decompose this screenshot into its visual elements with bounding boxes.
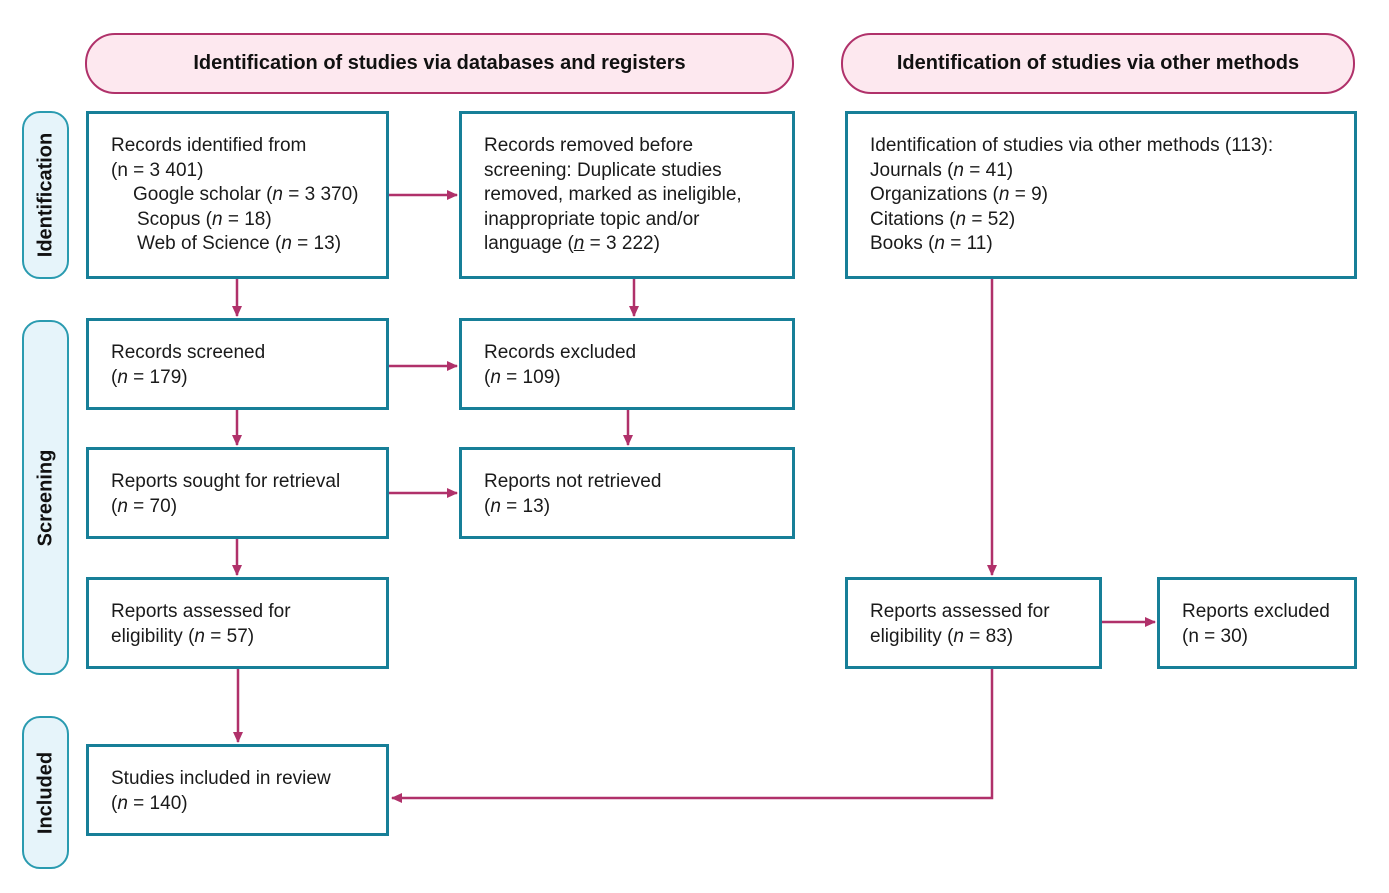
reports-not-retrieved-count: (n = 13): [484, 495, 551, 517]
header-other-methods-text: Identification of studies via other meth…: [896, 52, 1300, 74]
other-methods-title: Identification of studies via other meth…: [870, 135, 1274, 156]
reports-assessed-db-box: Reports assessed for eligibility (n = 57…: [86, 577, 389, 669]
stage-identification-label: Identification: [34, 132, 56, 258]
records-identified-box: Records identified from (n = 3 401) Goog…: [86, 111, 389, 279]
header-other-methods: Identification of studies via other meth…: [841, 33, 1355, 94]
records-removed-line3: removed, marked as ineligible,: [484, 184, 742, 205]
journals-count: Journals (n = 41): [870, 159, 1014, 181]
records-excluded-box: Records excluded (n = 109): [459, 318, 795, 410]
reports-sought-title: Reports sought for retrieval: [111, 471, 341, 492]
records-screened-title: Records screened: [111, 342, 266, 363]
records-screened-box: Records screened (n = 179): [86, 318, 389, 410]
reports-assessed-other-count: eligibility (n = 83): [870, 625, 1014, 647]
reports-not-retrieved-title: Reports not retrieved: [484, 471, 662, 492]
records-identified-count: (n = 3 401): [111, 159, 204, 181]
stage-screening: Screening: [22, 320, 69, 675]
citations-count: Citations (n = 52): [870, 208, 1016, 230]
google-scholar-count: Google scholar (n = 3 370): [133, 184, 359, 205]
records-identified-title: Records identified from: [111, 135, 307, 156]
studies-included-count: (n = 140): [111, 792, 188, 814]
studies-included-box: Studies included in review (n = 140): [86, 744, 389, 836]
web-of-science-count: Web of Science (n = 13): [137, 233, 342, 254]
stage-included-label: Included: [34, 751, 56, 834]
arrow-assessed-other-to-included: [391, 669, 994, 803]
reports-sought-count: (n = 70): [111, 495, 178, 517]
header-databases: Identification of studies via databases …: [85, 33, 794, 94]
organizations-count: Organizations (n = 9): [870, 184, 1048, 205]
other-methods-box: Identification of studies via other meth…: [845, 111, 1357, 279]
reports-excluded-title: Reports excluded: [1182, 601, 1330, 622]
reports-not-retrieved-box: Reports not retrieved (n = 13): [459, 447, 795, 539]
header-databases-text: Identification of studies via databases …: [193, 52, 686, 74]
reports-sought-box: Reports sought for retrieval (n = 70): [86, 447, 389, 539]
reports-excluded-count: (n = 30): [1182, 625, 1249, 647]
reports-assessed-db-count: eligibility (n = 57): [111, 625, 255, 647]
records-removed-line1: Records removed before: [484, 135, 694, 156]
records-removed-box: Records removed before screening: Duplic…: [459, 111, 795, 279]
scopus-count: Scopus (n = 18): [137, 208, 272, 230]
records-screened-count: (n = 179): [111, 366, 188, 388]
stage-included: Included: [22, 716, 69, 869]
reports-assessed-other-title: Reports assessed for: [870, 601, 1050, 622]
records-excluded-title: Records excluded: [484, 342, 637, 363]
records-removed-line2: screening: Duplicate studies: [484, 159, 722, 181]
records-removed-count: language (n = 3 222): [484, 233, 660, 254]
reports-assessed-db-title: Reports assessed for: [111, 601, 291, 622]
reports-excluded-box: Reports excluded (n = 30): [1157, 577, 1357, 669]
books-count: Books (n = 11): [870, 233, 993, 254]
stage-identification: Identification: [22, 111, 69, 279]
studies-included-title: Studies included in review: [111, 768, 331, 789]
stage-screening-label: Screening: [34, 449, 56, 546]
records-excluded-count: (n = 109): [484, 366, 561, 388]
records-removed-line4: inappropriate topic and/or: [484, 208, 700, 230]
reports-assessed-other-box: Reports assessed for eligibility (n = 83…: [845, 577, 1102, 669]
